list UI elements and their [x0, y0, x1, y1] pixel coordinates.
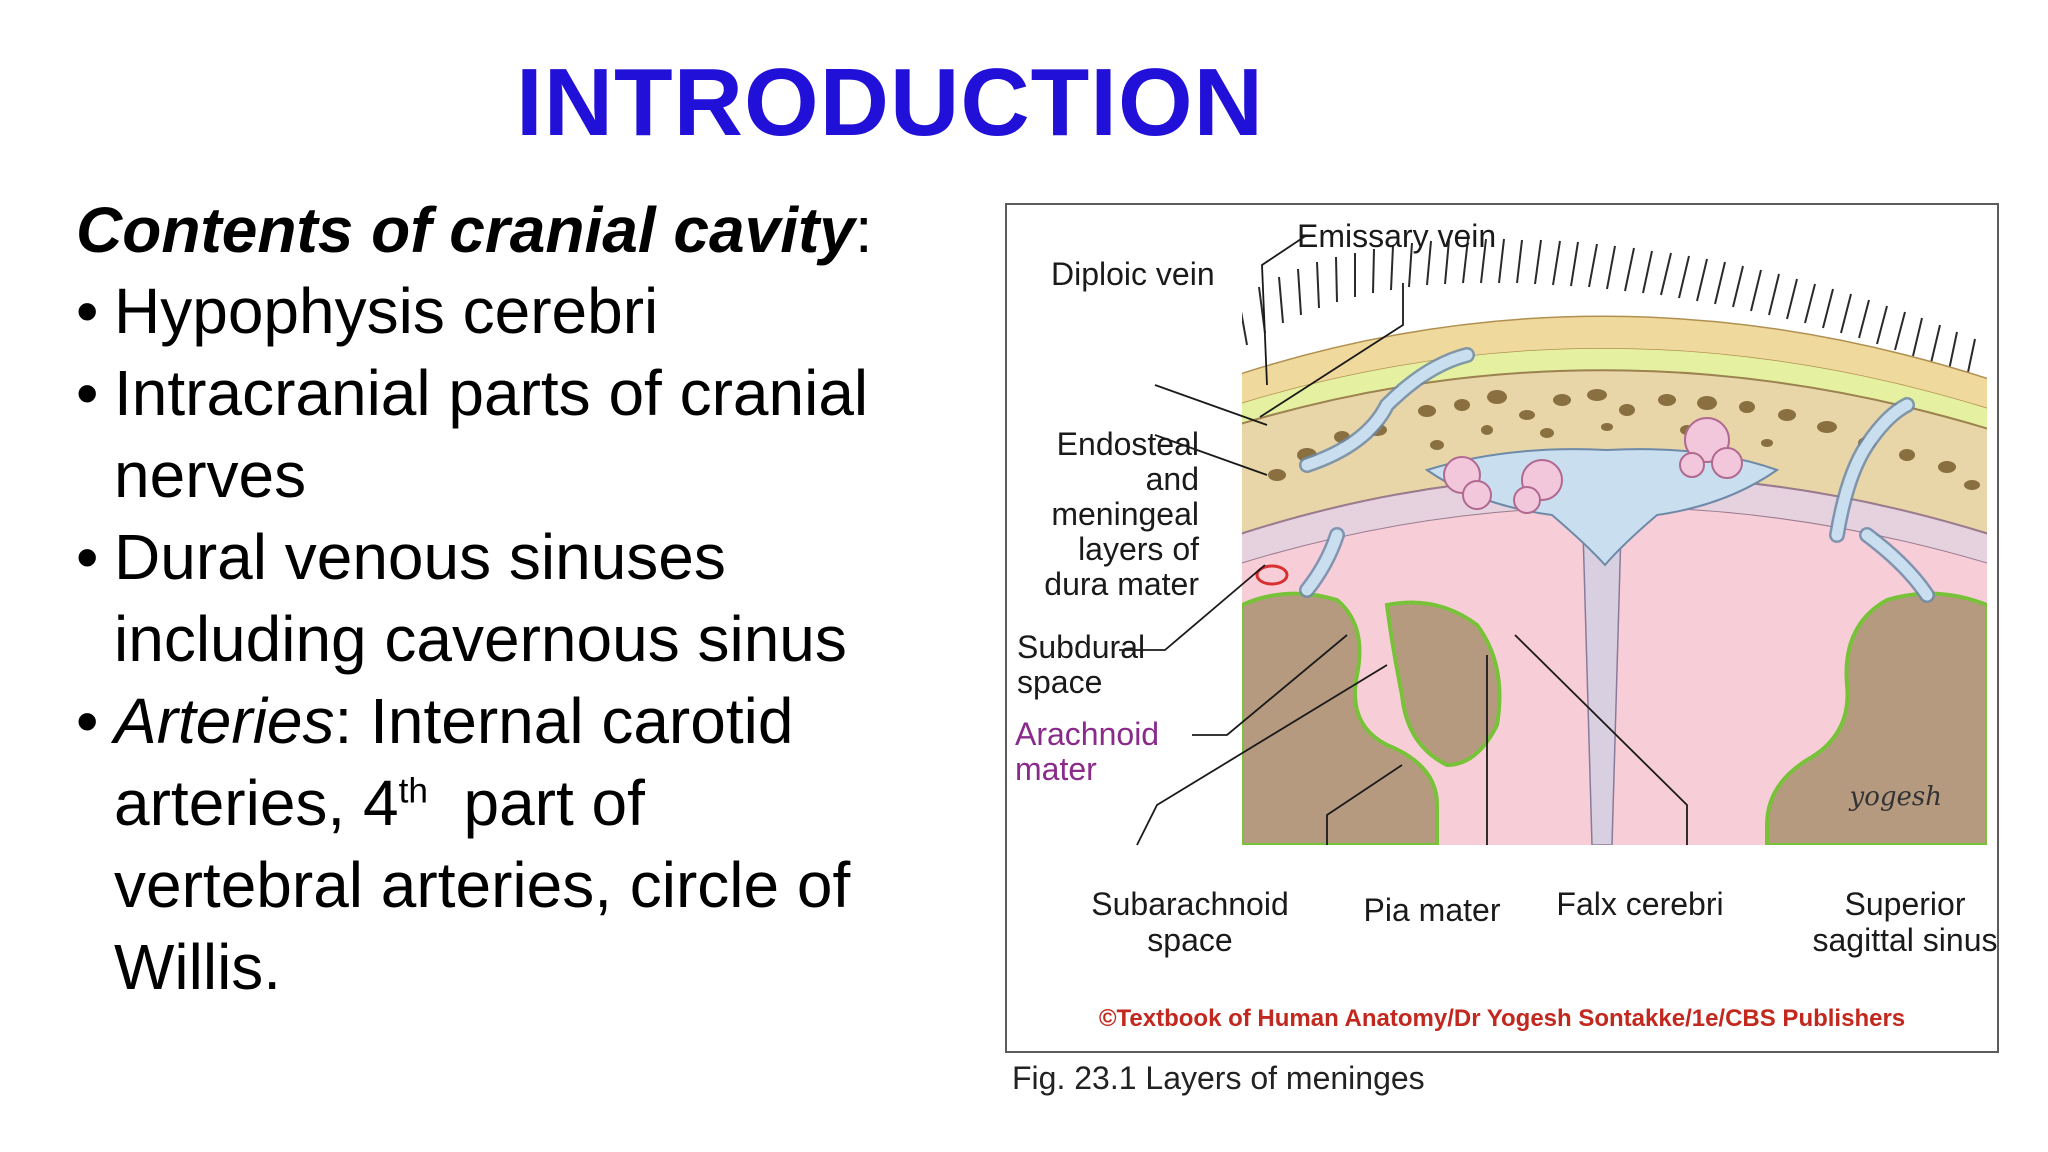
bullet-icon: • — [76, 357, 99, 429]
heading-emphasis: Contents of cranial cavity — [76, 194, 855, 266]
list-item: • Intracranial parts of cranial nerves — [76, 352, 976, 516]
figure-labels: Emissary vein Diploic vein Endosteal and… — [1015, 218, 1997, 958]
label-arachnoid-2: mater — [1015, 751, 1097, 787]
bullet-icon: • — [76, 685, 99, 757]
label-superior-1: Superior — [1845, 886, 1966, 922]
heading-suffix: : — [854, 194, 873, 266]
label-subdural-1: Subdural — [1017, 629, 1145, 665]
label-falx-cerebri: Falx cerebri — [1556, 886, 1723, 922]
bullet-icon: • — [76, 275, 99, 347]
artery-section — [1255, 564, 1289, 586]
label-endosteal-4: layers of — [1078, 531, 1199, 567]
label-emissary-vein: Emissary vein — [1297, 218, 1496, 254]
label-diploic-vein: Diploic vein — [1051, 256, 1215, 292]
arachnoid-granulations — [1443, 417, 1743, 514]
brain-gyrus-mid — [1384, 600, 1502, 768]
ordinal-superscript: th — [398, 771, 428, 811]
slide-title: INTRODUCTION — [516, 49, 1264, 156]
label-subarachnoid-1: Subarachnoid — [1091, 886, 1288, 922]
content-column: Contents of cranial cavity: • Hypophysis… — [76, 190, 976, 1008]
list-item-text-line1: Intracranial parts of cranial — [114, 357, 869, 429]
label-arachnoid-1: Arachnoid — [1015, 716, 1159, 752]
figure-caption: Fig. 23.1 Layers of meninges — [1012, 1060, 1425, 1096]
label-endosteal-1: Endosteal — [1057, 426, 1199, 462]
leader-lines — [1119, 234, 1688, 846]
label-endosteal-3: meningeal — [1051, 496, 1199, 532]
arteries-lead-rest: : Internal carotid — [334, 685, 794, 757]
list-item-text-line2: including cavernous sinus — [114, 603, 847, 675]
meninges-diagram: Emissary vein Diploic vein Endosteal and… — [1015, 218, 1997, 958]
arteries-line4: Willis. — [114, 931, 282, 1003]
arteries-line2-pre: arteries, 4 — [114, 767, 399, 839]
arteries-emphasis: Arteries — [114, 685, 335, 757]
label-subarachnoid-2: space — [1147, 922, 1232, 958]
list-item: • Arteries: Internal carotid arteries, 4… — [76, 680, 976, 1008]
list-item-text: Hypophysis cerebri — [114, 275, 659, 347]
list-item: • Hypophysis cerebri — [76, 270, 976, 352]
label-subdural-2: space — [1017, 664, 1102, 700]
label-pia-mater: Pia mater — [1364, 892, 1501, 928]
label-endosteal-5: dura mater — [1044, 566, 1199, 602]
veins-fill — [1301, 349, 1933, 601]
meninges-figure: Emissary vein Diploic vein Endosteal and… — [1005, 203, 1999, 1053]
contents-list: • Hypophysis cerebri • Intracranial part… — [76, 270, 976, 1008]
anatomy-drawing — [1242, 238, 1987, 845]
copyright-notice: ©Textbook of Human Anatomy/Dr Yogesh Son… — [1098, 1005, 1906, 1032]
list-item-text-line1: Dural venous sinuses — [114, 521, 726, 593]
superior-sagittal-sinus-shape — [1424, 448, 1780, 567]
label-superior-2: sagittal sinus — [1813, 922, 1997, 958]
bullet-icon: • — [76, 521, 99, 593]
section-heading: Contents of cranial cavity: — [76, 190, 976, 270]
list-item-text-line2: nerves — [114, 439, 307, 511]
list-item: • Dural venous sinuses including caverno… — [76, 516, 976, 680]
scalp-hair — [1242, 238, 1976, 378]
label-endosteal-2: and — [1146, 461, 1199, 497]
arteries-line3: vertebral arteries, circle of — [114, 849, 851, 921]
arteries-line2-post: part of — [427, 767, 645, 839]
artist-signature: yogesh — [1849, 782, 1942, 812]
brain-gyrus-right — [1765, 591, 1987, 845]
